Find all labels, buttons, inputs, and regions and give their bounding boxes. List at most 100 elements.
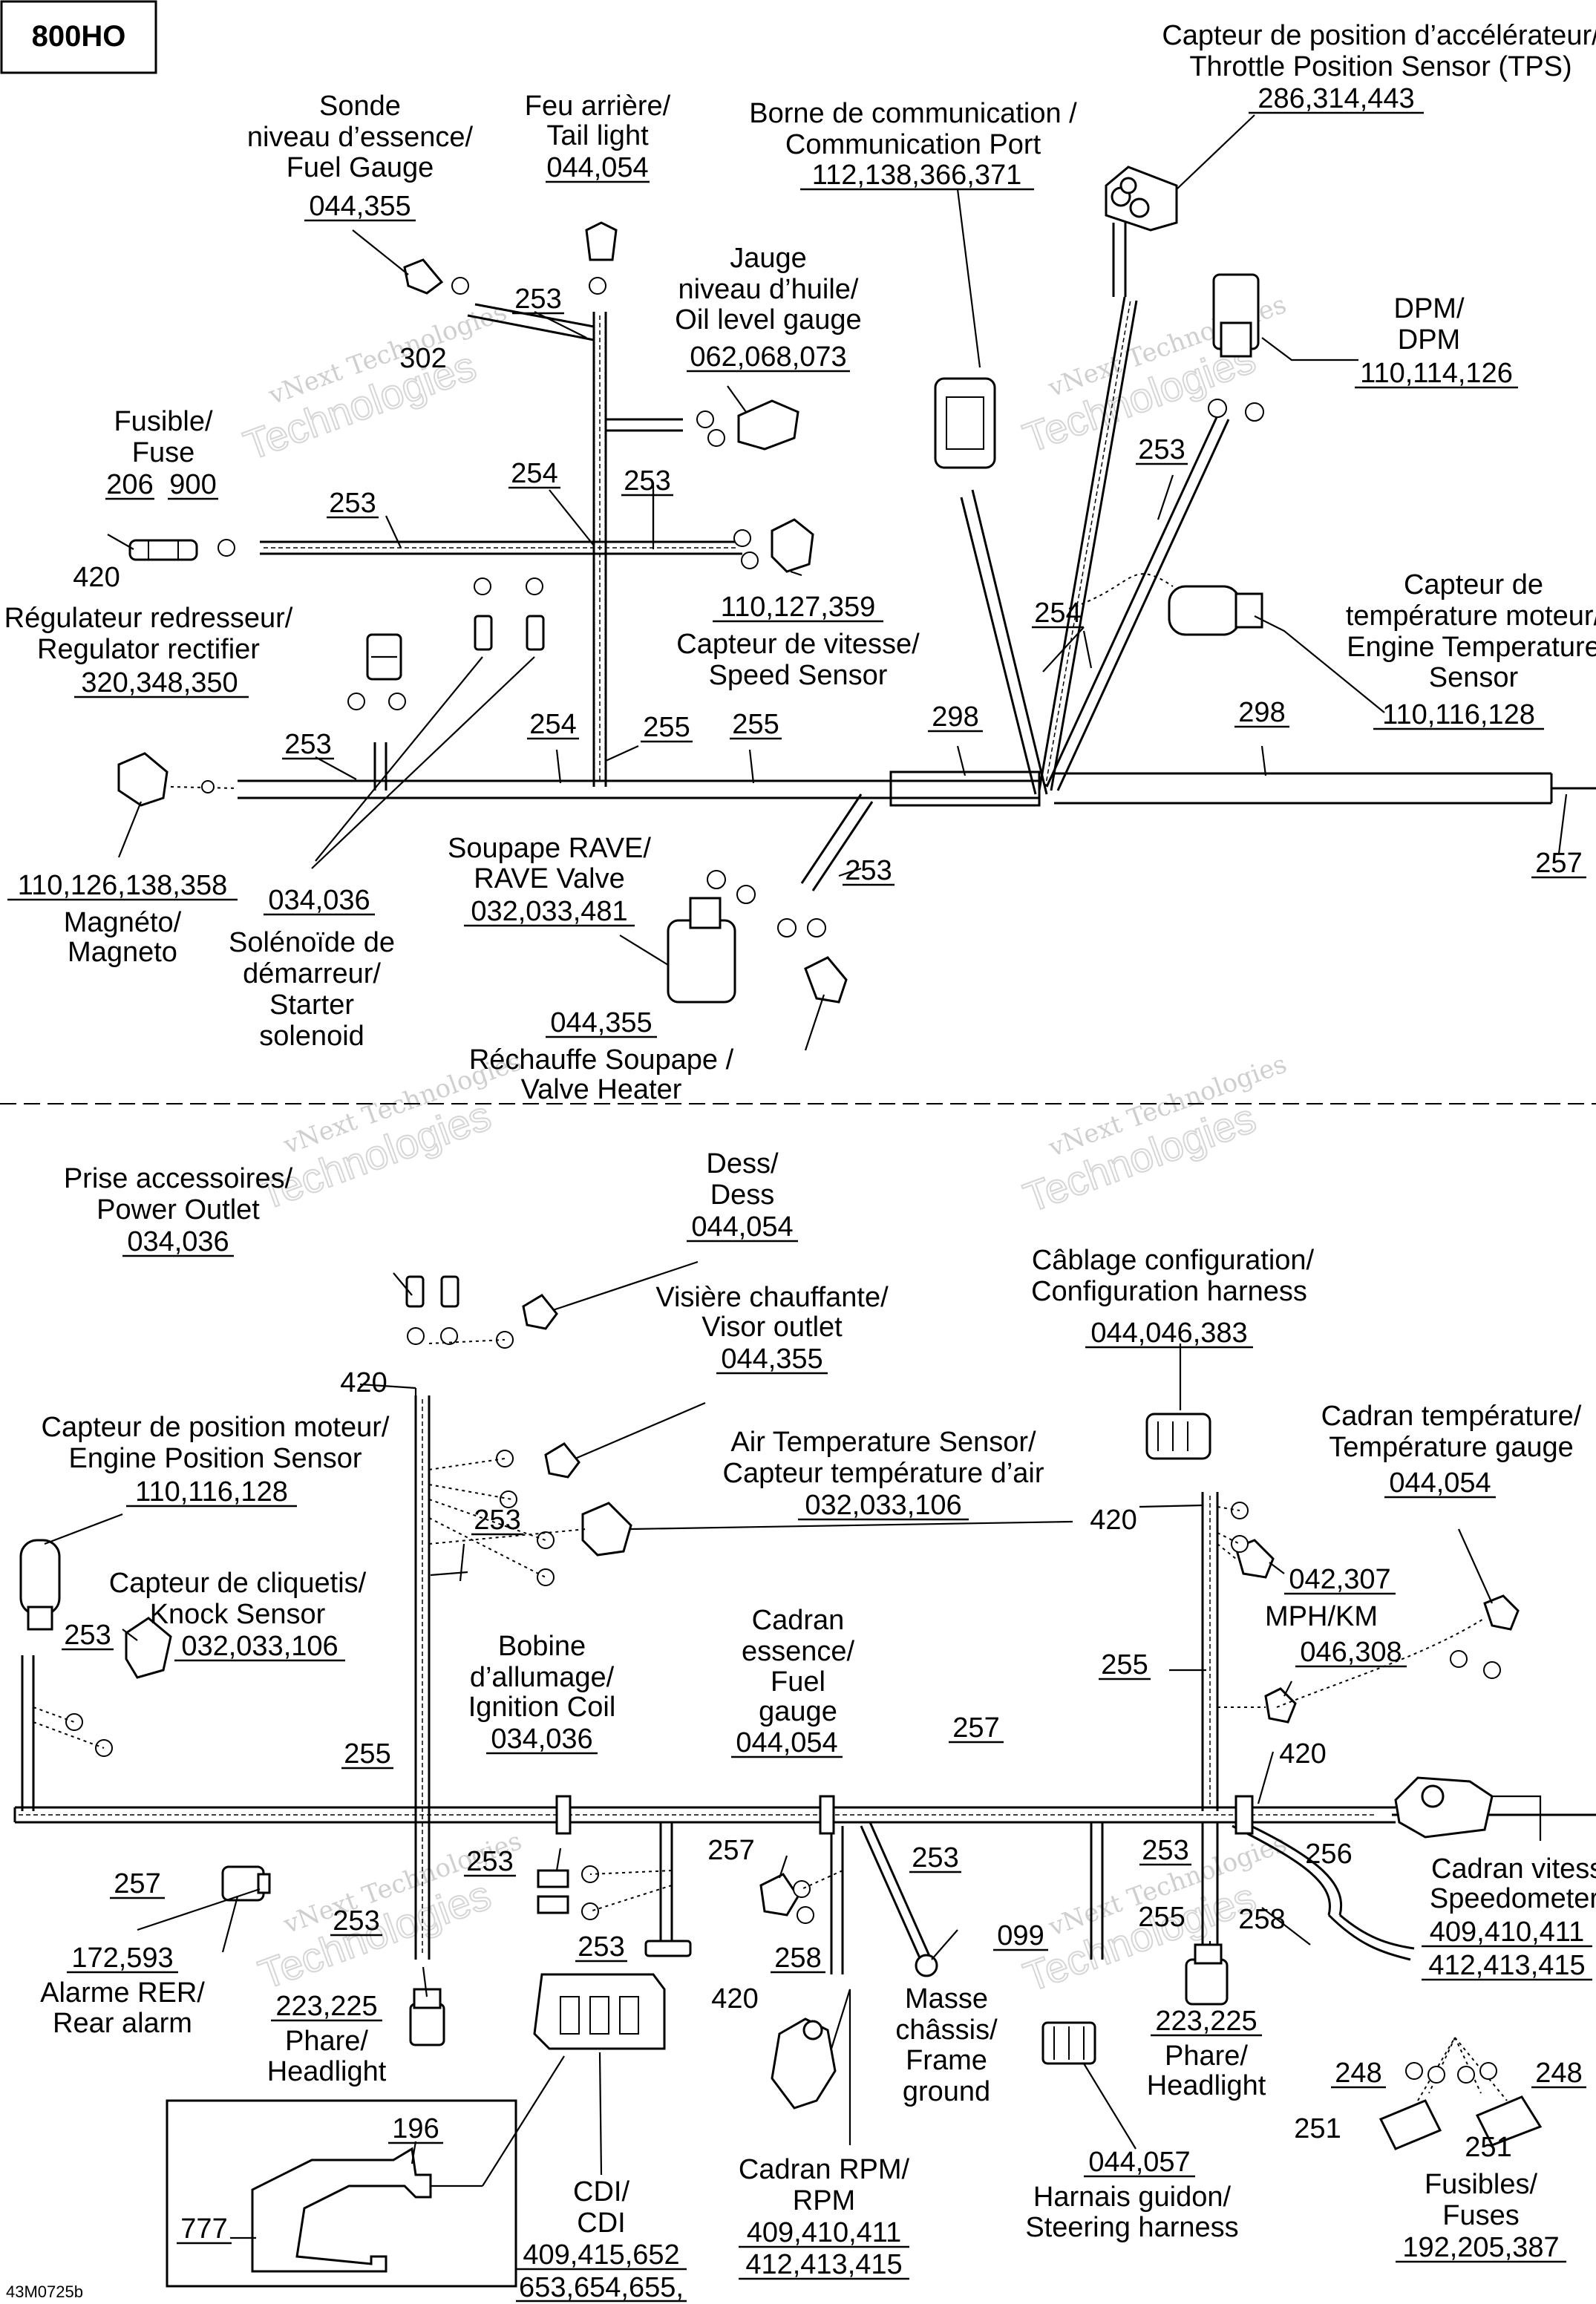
fuse-part-206: 206	[106, 469, 153, 500]
visor-label-fr: Visière chauffante/	[655, 1282, 889, 1313]
comm-label-en: Communication Port	[785, 129, 1041, 160]
inset-box	[166, 2099, 517, 2288]
top-connectors	[117, 166, 1264, 1004]
headlight-left-icon	[409, 1988, 445, 2046]
rear-alarm-parts: 172,593	[71, 1943, 173, 1974]
dpm-connector-icon	[1212, 273, 1260, 358]
ref-256: 256	[1305, 1839, 1352, 1870]
ref-255: 255	[344, 1738, 390, 1770]
outlet-parts: 034,036	[127, 1226, 229, 1257]
bottom-harness	[13, 1395, 1596, 1974]
starter-l2: démarreur/	[243, 958, 381, 989]
ref-420: 420	[340, 1367, 387, 1398]
speedo-parts-1: 409,410,411	[1430, 1917, 1585, 1948]
enginepos-label-fr: Capteur de position moteur/	[42, 1412, 390, 1443]
rave-parts: 032,033,481	[471, 896, 627, 927]
regulator-label-en: Regulator rectifier	[37, 634, 260, 665]
airtemp-label-fr: Capteur température d’air	[723, 1458, 1044, 1489]
steering-parts: 044,057	[1088, 2147, 1190, 2178]
model-title: 800HO	[32, 20, 126, 53]
ref-420: 420	[711, 1983, 758, 2015]
speed-sensor-icon	[771, 518, 814, 573]
enginetemp-l3: Engine Temperature	[1347, 632, 1596, 663]
ref-298: 298	[1238, 697, 1285, 728]
magneto-parts: 110,126,138,358	[18, 870, 227, 901]
fuse-holder-right-icon	[1475, 2095, 1543, 2147]
ref-253: 253	[64, 1620, 111, 1651]
oil-l1: Jauge	[730, 243, 807, 274]
magneto-label-fr: Magnéto/	[64, 907, 182, 938]
ref-255: 255	[643, 712, 690, 743]
enginetemp-parts: 110,116,128	[1382, 699, 1535, 730]
mph-label: MPH/KM	[1265, 1601, 1378, 1632]
coil-l1: Bobine	[498, 1631, 586, 1662]
enginepos-label-en: Engine Position Sensor	[68, 1443, 362, 1474]
ref-253: 253	[912, 1842, 958, 1873]
regulator-parts: 320,348,350	[81, 667, 238, 698]
cdi-l2: CDI	[577, 2208, 625, 2239]
fueldial-l1: Cadran	[752, 1605, 845, 1636]
headlight-right-en: Headlight	[1147, 2070, 1266, 2101]
fuses-label-fr: Fusibles/	[1425, 2169, 1537, 2200]
starter-parts: 034,036	[268, 885, 370, 916]
speedometer-connector-icon	[1394, 1776, 1494, 1839]
regulator-label-fr: Régulateur redresseur/	[4, 603, 293, 634]
rpm-label-en: RPM	[793, 2185, 855, 2216]
engine-temp-sensor-icon	[1168, 585, 1263, 636]
ref-253: 253	[845, 855, 892, 886]
ref-254: 254	[1034, 598, 1081, 629]
ground-l3: Frame	[906, 2045, 987, 2076]
speedo-parts-2: 412,413,415	[1428, 1950, 1585, 1981]
comm-label-fr: Borne de communication /	[749, 98, 1077, 129]
ref-248: 248	[1535, 2058, 1582, 2089]
ref-257: 257	[707, 1835, 754, 1866]
ref-253: 253	[1142, 1835, 1188, 1866]
headlight-right-parts: 223,225	[1155, 2006, 1257, 2037]
bottom-labels: Prise accessoires/ Power Outlet 034,036 …	[40, 1148, 1596, 2303]
power-outlet-icon	[405, 1275, 459, 1308]
tempgauge-label-en: Température gauge	[1329, 1432, 1574, 1463]
comm-parts: 112,138,366,371	[812, 160, 1021, 191]
dess-l1: Dess/	[706, 1148, 779, 1179]
enginetemp-l4: Sensor	[1429, 662, 1519, 693]
air-temp-sensor-icon	[581, 1502, 632, 1557]
oil-l3: Oil level gauge	[675, 304, 861, 336]
figure-reference: 43M0725b	[6, 2282, 83, 2301]
rpm-label-fr: Cadran RPM/	[739, 2154, 910, 2185]
ref-251: 251	[1294, 2113, 1341, 2144]
outlet-label-en: Power Outlet	[97, 1194, 260, 1225]
airtemp-label-en: Air Temperature Sensor/	[730, 1427, 1036, 1458]
fuel-gauge-connector-icon	[403, 258, 444, 295]
ref-258: 258	[774, 1943, 821, 1974]
ref-253: 253	[514, 284, 561, 315]
fuel-dial-connector-icon	[759, 1873, 799, 1917]
ref-253: 253	[624, 465, 670, 497]
fueldial-parts: 044,054	[736, 1727, 837, 1758]
knock-label-en: Knock Sensor	[150, 1599, 326, 1630]
dess-connector-icon	[522, 1294, 558, 1330]
fuse-icon	[128, 539, 198, 561]
ref-254: 254	[511, 458, 557, 489]
headlight-right-fr: Phare/	[1165, 2040, 1248, 2072]
starter-l3: Starter	[269, 989, 354, 1021]
speed-label-en: Speed Sensor	[709, 660, 888, 691]
communication-port-icon	[934, 377, 996, 469]
airtemp-parts: 032,033,106	[805, 1490, 961, 1521]
rear-alarm-icon	[221, 1865, 271, 1902]
ref-298: 298	[932, 701, 978, 733]
steering-harness-icon	[1041, 2021, 1096, 2065]
config-label-fr: Câblage configuration/	[1032, 1245, 1315, 1276]
headlight-left-en: Headlight	[267, 2056, 387, 2087]
visor-label-en: Visor outlet	[701, 1312, 843, 1343]
fuses-parts: 192,205,387	[1402, 2232, 1559, 2263]
tail-label-en: Tail light	[546, 120, 649, 151]
ref-420: 420	[1279, 1738, 1326, 1770]
ground-l4: ground	[903, 2076, 990, 2107]
frame-ground-icon	[915, 1954, 938, 1977]
engine-position-sensor-icon	[19, 1539, 61, 1631]
oil-l2: niveau d’huile/	[678, 274, 859, 305]
steering-label-fr: Harnais guidon/	[1033, 2182, 1232, 2213]
ref-253: 253	[284, 729, 331, 760]
knock-sensor-icon	[125, 1617, 172, 1679]
